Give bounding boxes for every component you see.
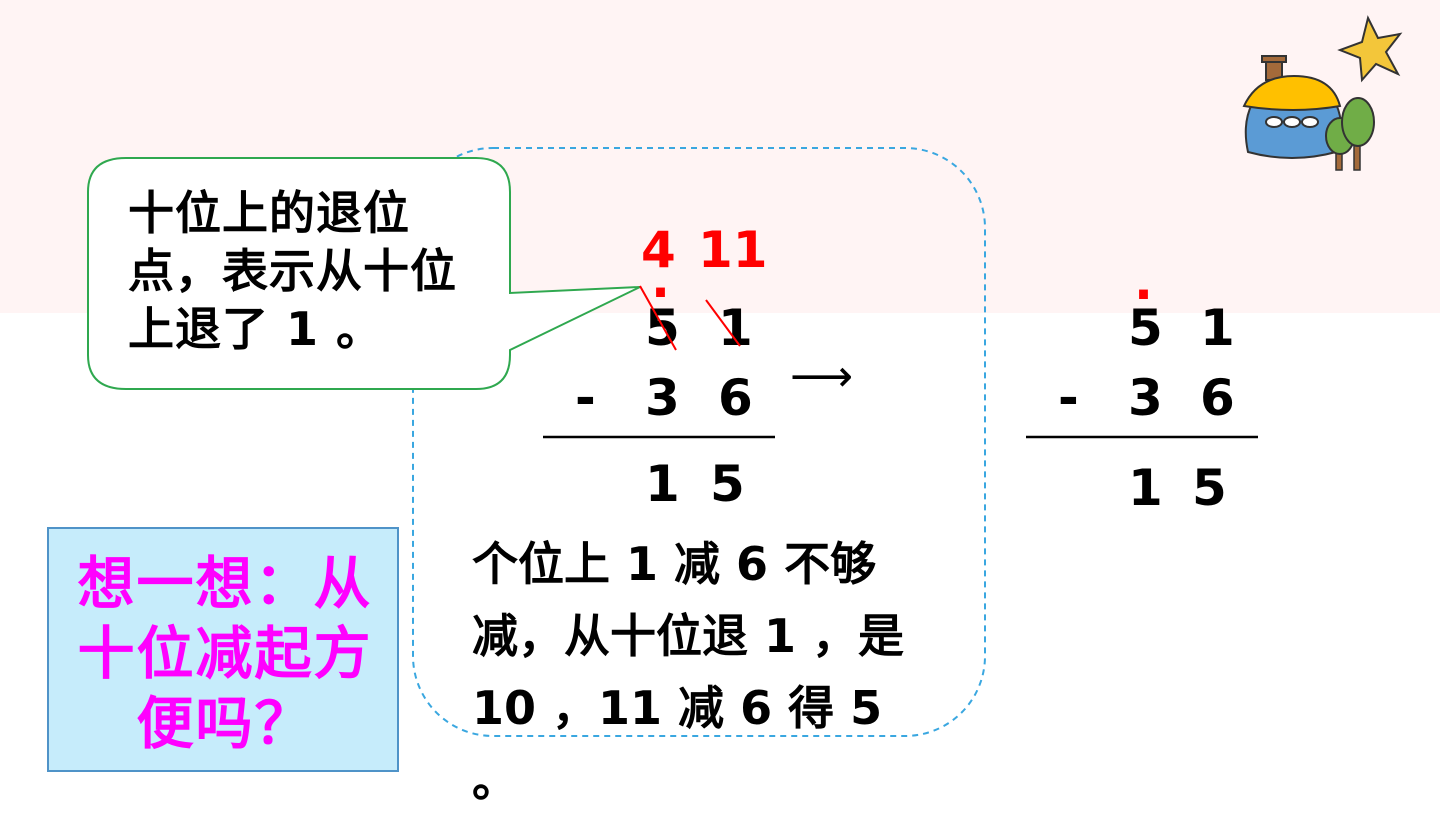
think-question: 想一想：从十位减起方便吗？ [77, 551, 373, 757]
right-result-tens-digit: 1 [1128, 459, 1163, 517]
subtrahend-tens-digit: 3 [645, 369, 680, 427]
right-arrow-icon: ⟶ [790, 351, 854, 402]
borrow-dot: . [651, 251, 670, 309]
minus-sign: - [575, 369, 596, 427]
right-subtrahend-tens-digit: 3 [1128, 369, 1163, 427]
right-borrow-dot: . [1134, 253, 1153, 311]
borrow-tens-digit: 4 [641, 221, 676, 279]
explanation-text: 个位上 1 减 6 不够减，从十位退 1 ，是 10 ，11 减 6 得 5 。 [472, 537, 905, 807]
callout-text: 十位上的退位点，表示从十位上退了 1 。 [128, 186, 457, 356]
minuend-ones-digit: 1 [718, 299, 753, 357]
right-minuend-ones-digit: 1 [1200, 299, 1235, 357]
strike-ones-line [705, 299, 741, 347]
strike-tens-line [639, 285, 677, 351]
right-subtrahend-ones-digit: 6 [1200, 369, 1235, 427]
house-icon [1242, 15, 1403, 171]
result-tens-digit: 1 [645, 455, 680, 513]
right-result-ones-digit: 5 [1192, 459, 1227, 517]
right-minus-sign: - [1058, 369, 1079, 427]
borrow-ones-digit: 11 [698, 221, 768, 279]
subtrahend-ones-digit: 6 [718, 369, 753, 427]
right-minuend-tens-digit: 5 [1128, 299, 1163, 357]
think-box: 想一想：从十位减起方便吗？ [47, 527, 399, 772]
result-ones-digit: 5 [710, 455, 745, 513]
